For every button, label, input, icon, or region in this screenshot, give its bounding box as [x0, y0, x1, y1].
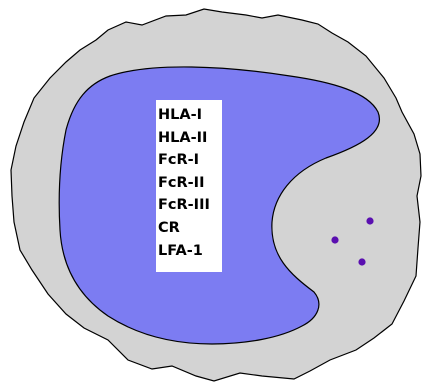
marker-fcr-ii: FcR-II — [158, 172, 222, 195]
marker-hla-i: HLA-I — [158, 104, 222, 127]
granule-dot — [358, 258, 365, 265]
granule-dot — [366, 217, 373, 224]
marker-lfa-1: LFA-1 — [158, 240, 222, 263]
receptor-label-box: HLA-I HLA-II FcR-I FcR-II FcR-III CR LFA… — [156, 100, 222, 272]
granule-dot — [331, 236, 338, 243]
marker-fcr-iii: FcR-III — [158, 194, 222, 217]
marker-fcr-i: FcR-I — [158, 149, 222, 172]
marker-cr: CR — [158, 217, 222, 240]
marker-hla-ii: HLA-II — [158, 127, 222, 150]
